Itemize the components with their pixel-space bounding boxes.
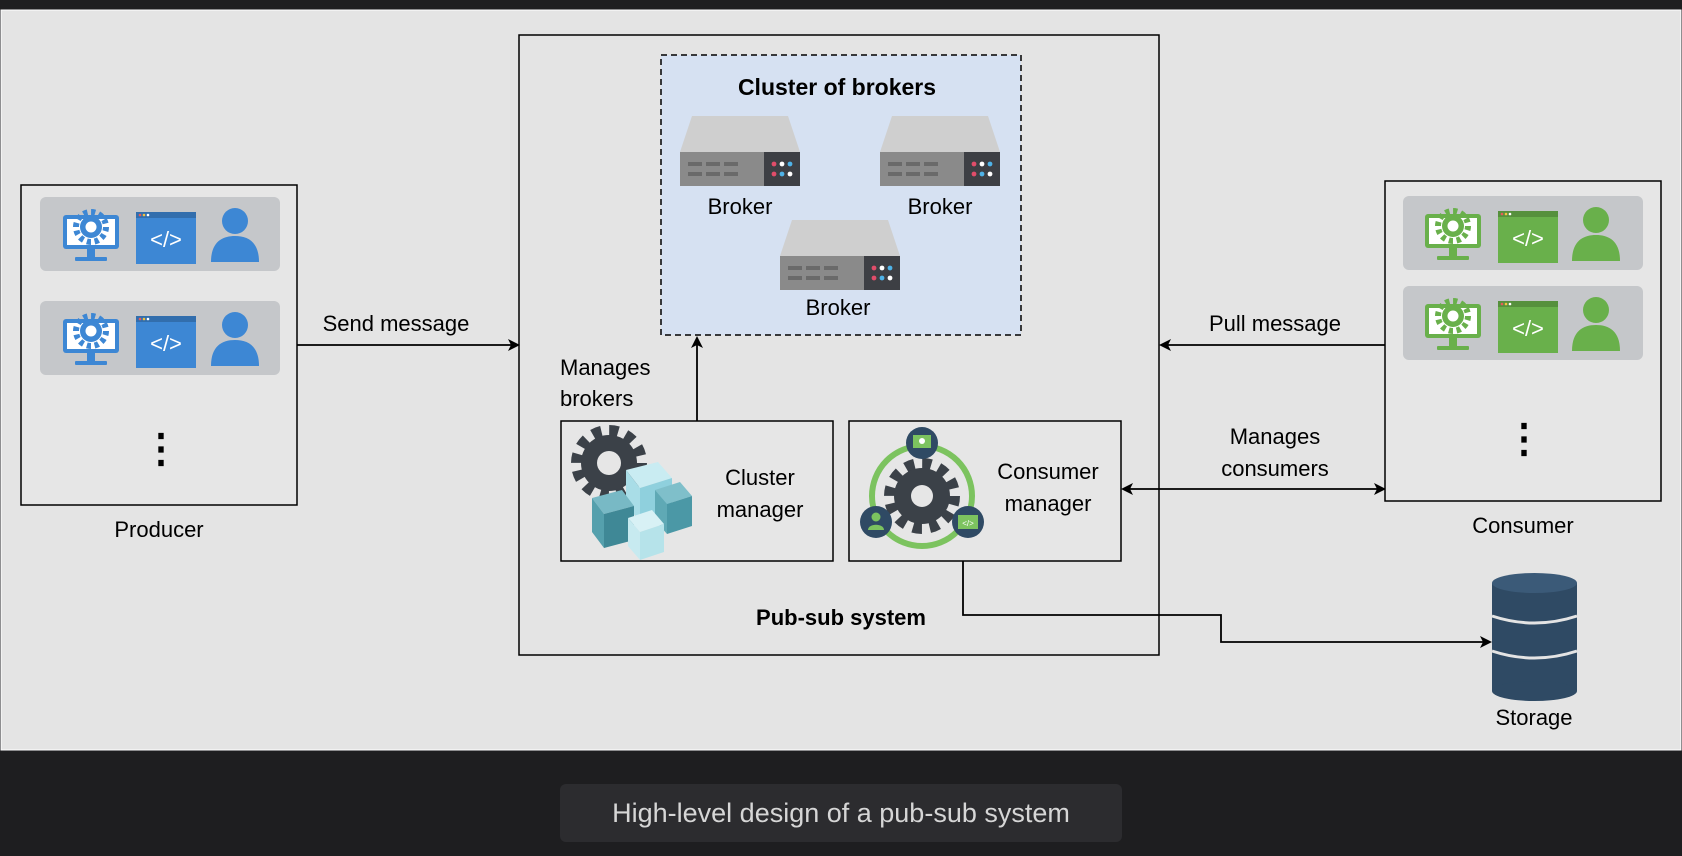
storage-label: Storage [1495,705,1572,730]
figure-caption: High-level design of a pub-sub system [612,797,1070,828]
producer-group: ⋮ Producer [20,184,298,542]
code-window-icon [136,316,196,368]
broker-server-icon [680,116,800,186]
consumer-manager-label-line2: manager [1005,491,1092,516]
code-window-icon [1498,211,1558,263]
code-window-icon [1498,301,1558,353]
svg-text:</>: </> [962,519,974,528]
storage-database-icon [1491,573,1578,701]
cluster-manager-label-line2: manager [717,497,804,522]
consumer-manager-label-line1: Consumer [997,459,1098,484]
code-window-icon [136,212,196,264]
broker-server-icon [880,116,1000,186]
broker-server-icon [780,220,900,290]
broker-label: Broker [708,194,773,219]
cluster-manager-label-line1: Cluster [725,465,795,490]
cluster-manager: Cluster manager [560,420,834,562]
consumer-ellipsis: ⋮ [1504,417,1544,461]
storage-connector-arrow [962,561,1492,648]
pull-message-label: Pull message [1209,311,1341,336]
consumer-manager-icon: </> [860,427,984,549]
broker-label: Broker [908,194,973,219]
manages-consumers-label-line1: Manages [1230,424,1321,449]
manages-consumers-label-line2: consumers [1221,456,1329,481]
consumer-label: Consumer [1472,513,1573,538]
consumer-group: ⋮ Consumer [1384,180,1662,538]
manages-brokers-label-line1: Manages [560,355,651,380]
pubsub-system-label: Pub-sub system [756,605,926,630]
consumer-manager: </> Consumer manager [848,420,1122,562]
top-strip [0,0,1682,10]
broker-cluster: Cluster of brokers Broker Broker Broker [660,54,1022,336]
caption-box: High-level design of a pub-sub system [560,784,1122,842]
cluster-title: Cluster of brokers [738,74,936,100]
send-message-label: Send message [323,311,470,336]
producer-ellipsis: ⋮ [141,427,181,471]
pubsub-diagram: </> [0,0,1682,751]
manages-brokers-label-line2: brokers [560,386,633,411]
producer-label: Producer [114,517,203,542]
cluster-gear-cubes-icon [571,425,692,560]
broker-label: Broker [806,295,871,320]
